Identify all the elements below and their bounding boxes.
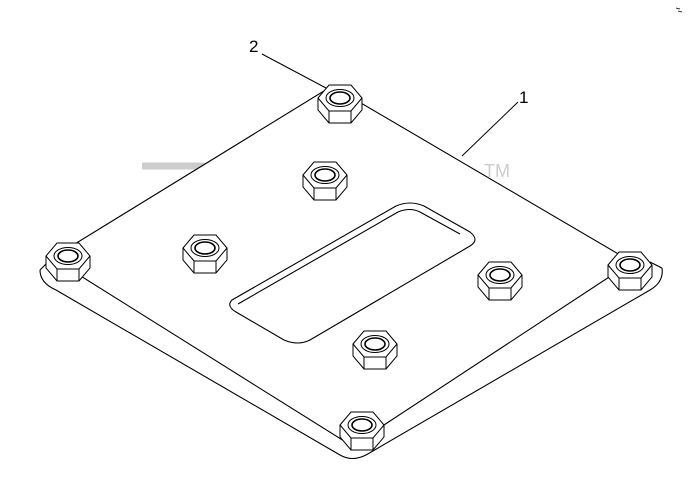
leader-lines bbox=[261, 53, 519, 157]
hex-nuts bbox=[45, 84, 653, 451]
leader-line-2 bbox=[261, 53, 327, 89]
callout-2-label: 2 bbox=[249, 37, 258, 56]
corner-mark bbox=[675, 7, 683, 13]
hex-nut bbox=[182, 234, 228, 274]
hex-nut bbox=[607, 251, 653, 291]
plate bbox=[39, 85, 663, 460]
hex-nut bbox=[352, 330, 398, 370]
plate-window bbox=[229, 202, 476, 344]
hex-nut bbox=[302, 161, 348, 201]
hex-nut bbox=[45, 242, 91, 282]
hex-nut bbox=[317, 84, 363, 124]
hex-nut bbox=[339, 411, 385, 451]
trademark-mark: TM bbox=[484, 161, 510, 181]
leader-line-1 bbox=[461, 101, 519, 157]
callout-1-label: 1 bbox=[519, 88, 528, 107]
hex-nut bbox=[477, 261, 523, 301]
